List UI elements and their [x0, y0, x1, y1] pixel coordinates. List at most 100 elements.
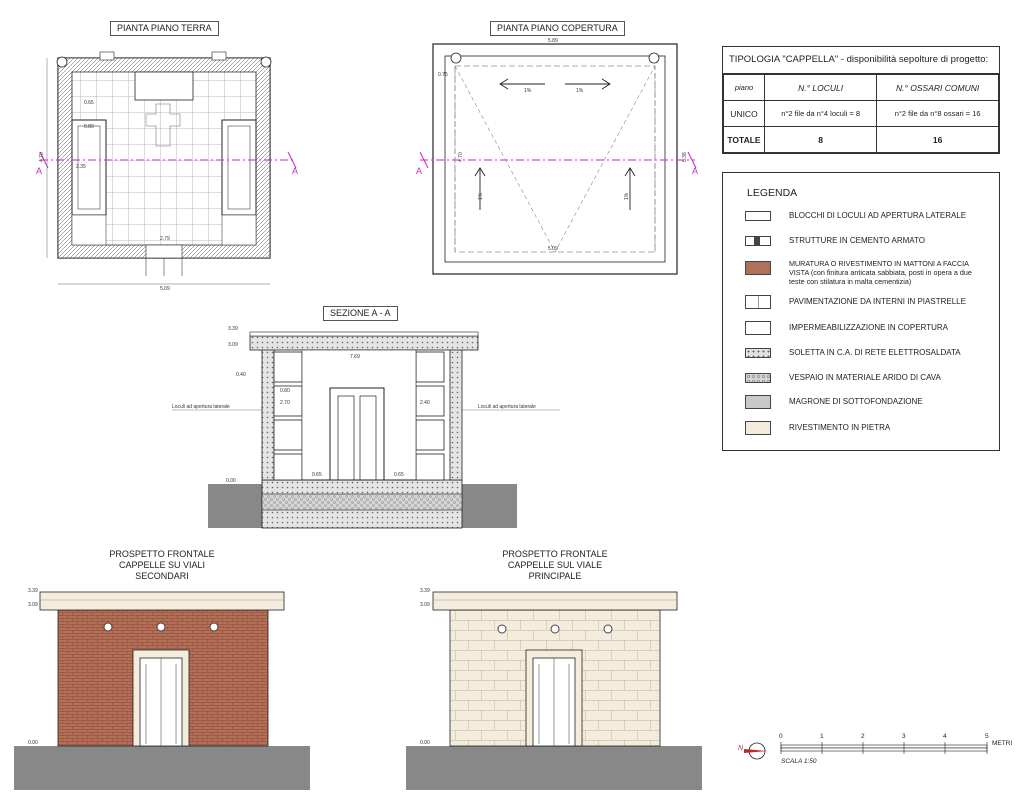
elev-mark-ground: 0.00 [226, 478, 236, 484]
title-elev-main-l2: CAPPELLE SUL VIALE [507, 560, 603, 570]
section-wall-left [261, 345, 275, 481]
slope-label-3: 1% [478, 192, 484, 200]
swatch-tiles [745, 295, 771, 309]
swatch-magrone [745, 395, 771, 409]
vent-hole-icon [103, 622, 113, 632]
swatch-loculi [745, 211, 771, 221]
title-elev-main-l3: PRINCIPALE [528, 571, 582, 581]
roof-inner [444, 55, 666, 263]
scale-bar [780, 742, 988, 754]
dim-section-step-l: 0.65 [312, 472, 322, 478]
typology-table: TIPOLOGIA "CAPPELLA" - disponibilità sep… [722, 46, 1000, 154]
typology-header-row: piano N.° LOCULI N.° OSSARI COMUNI [723, 74, 999, 101]
legend-label: MAGRONE DI SOTTOFONDAZIONE [789, 397, 923, 406]
dim-roof-depth: 5.38 [682, 152, 688, 162]
elev-main-cornice [432, 591, 678, 611]
roof-slope-lines [454, 65, 656, 253]
elev-mark-mid: 3.09 [228, 342, 238, 348]
elev-main-mark-mid: 3.09 [420, 602, 430, 608]
title-elev-main: PROSPETTO FRONTALE CAPPELLE SUL VIALE PR… [480, 549, 630, 582]
legend-label: PAVIMENTAZIONE DA INTERNI IN PIASTRELLE [789, 297, 966, 306]
label-loculi-left: Loculi ad apertura laterale [172, 404, 230, 410]
dim-roof-width: 5.89 [548, 38, 558, 44]
cell-totale-loculi: 8 [763, 126, 878, 153]
dim-section-loc: 0.80 [280, 388, 290, 394]
title-ground-plan: PIANTA PIANO TERRA [110, 21, 219, 36]
elev-sec-mark-top: 3.39 [28, 588, 38, 594]
scale-tick-3: 3 [902, 733, 906, 740]
title-roof-plan: PIANTA PIANO COPERTURA [490, 21, 625, 36]
swatch-slab [745, 348, 771, 358]
legend-label: IMPERMEABILIZZAZIONE IN COPERTURA [789, 323, 948, 332]
cell-unico-loculi: n°2 file da n°4 loculi = 8 [763, 100, 878, 127]
cross-icon [145, 103, 181, 147]
ground-right [455, 484, 517, 528]
dim-section-h2: 2.40 [420, 400, 430, 406]
legend-title: LEGENDA [747, 187, 798, 199]
dim-section-step-r: 0.65 [394, 472, 404, 478]
ground-left [208, 484, 270, 528]
col-piano: piano [723, 74, 765, 101]
swatch-gravel [745, 373, 771, 383]
arrow-left-icon [499, 78, 545, 90]
section-aa: Loculi ad apertura laterale Loculi ad ap… [172, 326, 560, 529]
title-elev-secondary: PROSPETTO FRONTALE CAPPELLE SU VIALI SEC… [87, 549, 237, 582]
elev-main-mark-top: 3.39 [420, 588, 430, 594]
arrow-up-icon-left [474, 167, 486, 210]
section-loculi-left [273, 351, 445, 481]
scale-unit: METRI [992, 740, 1013, 747]
legend-label: VESPAIO IN MATERIALE ARIDO DI CAVA [789, 373, 941, 382]
north-arrow-icon [744, 742, 768, 760]
dim-gap: 0.65 [84, 100, 94, 106]
dim-roof-inner: 5.09 [548, 246, 558, 252]
cell-totale-ossari: 16 [876, 126, 999, 153]
elev-main-mark-ground: 0.00 [420, 740, 430, 746]
scale-tick-2: 2 [861, 733, 865, 740]
legend-label: STRUTTURE IN CEMENTO ARMATO [789, 236, 926, 245]
dim-loculi-width: 0.80 [84, 124, 94, 130]
section-roof-slab [249, 335, 479, 351]
roof-section-right: A [692, 166, 698, 176]
legend-label: RIVESTIMENTO IN PIETRA [789, 423, 891, 432]
section-wall-right [449, 345, 463, 481]
dim-loculi-depth: 2.35 [76, 164, 86, 170]
title-elev-secondary-l1: PROSPETTO FRONTALE [109, 549, 215, 559]
scale-tick-4: 4 [943, 733, 947, 740]
slope-label-1: 1% [524, 88, 532, 94]
legend: LEGENDA BLOCCHI DI LOCULI AD APERTURA LA… [722, 172, 1000, 451]
elevation-secondary: 3.39 3.09 0.00 [14, 588, 310, 790]
typology-header: TIPOLOGIA "CAPPELLA" - disponibilità sep… [723, 47, 999, 74]
col-loculi: N.° LOCULI [763, 74, 878, 101]
ground-floor-plan: A A 5.09 4.70 2.79 0.80 2.35 0.65 [36, 51, 298, 292]
dim-plan-width: 5.09 [160, 286, 170, 292]
arrow-up-icon-right [624, 167, 636, 210]
elev-sec-cornice [39, 591, 285, 611]
title-elev-secondary-l3: SECONDARI [135, 571, 189, 581]
cell-totale: TOTALE [723, 126, 765, 153]
scale-tick-5: 5 [985, 733, 989, 740]
title-elev-secondary-l2: CAPPELLE SU VIALI [118, 560, 206, 570]
dim-plan-depth: 4.70 [39, 152, 45, 162]
col-ossari: N.° OSSARI COMUNI [876, 74, 999, 101]
label-loculi-right: Loculi ad apertura laterale [478, 404, 536, 410]
arrow-right-icon [565, 78, 611, 90]
plan-altar [134, 71, 194, 101]
elev-sec-mark-ground: 0.00 [28, 740, 38, 746]
elev-sec-mark-mid: 3.09 [28, 602, 38, 608]
roof-section-left: A [416, 166, 422, 176]
dim-section-wall: 0.40 [236, 372, 246, 378]
title-elev-main-l1: PROSPETTO FRONTALE [502, 549, 608, 559]
north-label: N [738, 745, 744, 752]
legend-label: BLOCCHI DI LOCULI AD APERTURA LATERALE [789, 211, 967, 220]
table-row: UNICO n°2 file da n°4 loculi = 8 n°2 fil… [723, 100, 999, 127]
scale-caption: SCALA 1:50 [781, 758, 817, 765]
section-marker-left: A [36, 166, 42, 176]
dim-roof-inner-depth: 4.70 [458, 152, 464, 162]
scale-tick-1: 1 [820, 733, 824, 740]
swatch-waterproof [745, 321, 771, 335]
plan-door-opening [145, 244, 183, 259]
legend-label: SOLETTA IN C.A. DI RETE ELETTROSALDATA [789, 348, 961, 357]
scale-tick-0: 0 [779, 733, 783, 740]
swatch-brick [745, 261, 771, 275]
